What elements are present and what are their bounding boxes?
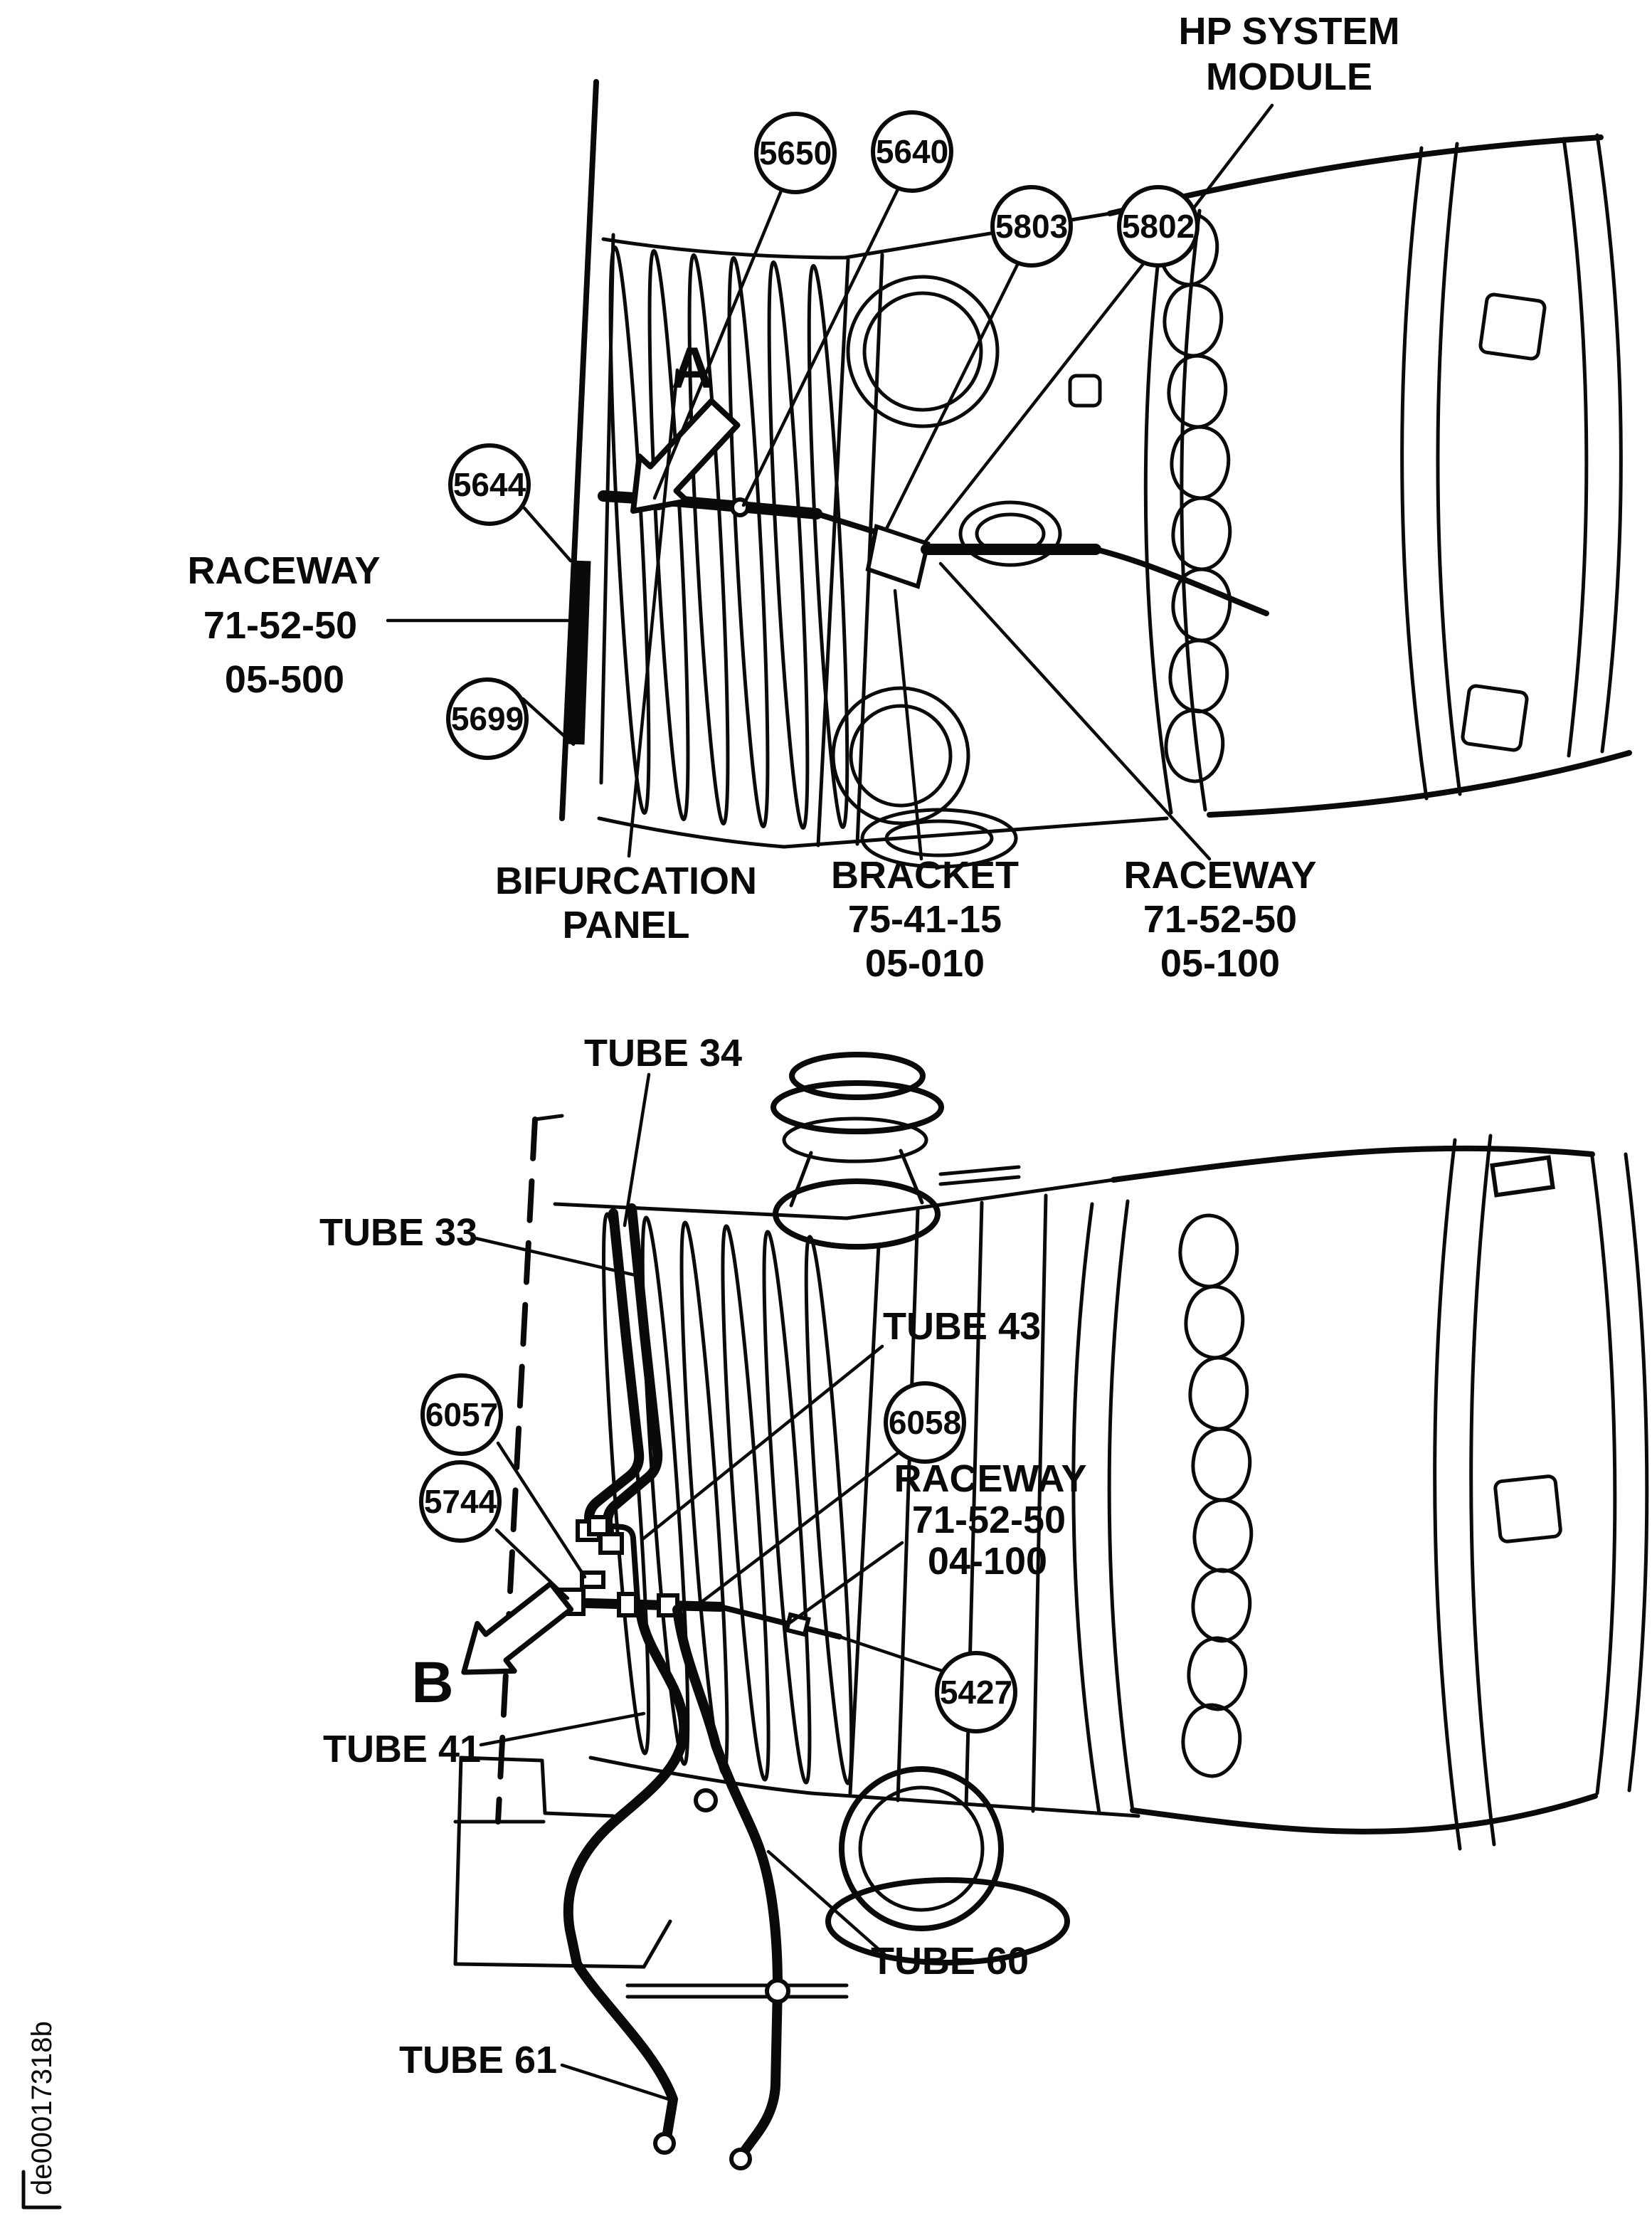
tube-60-clamp	[694, 1788, 718, 1812]
drum-ports	[831, 275, 1102, 869]
callout-5744-number: 5744	[424, 1483, 497, 1520]
figure-b-engine-view: B 6057 5744 6058	[319, 1032, 1649, 2170]
callout-5802: 5802	[1117, 185, 1200, 268]
junction-fitting	[617, 1592, 638, 1617]
hp-system-module-barrel-b	[1071, 1134, 1649, 1851]
drum-joint-line-2	[855, 253, 884, 846]
tube-60-end	[729, 2148, 752, 2170]
document-id-block: de00017318b	[21, 2021, 62, 2210]
figure-b-leader-lines	[473, 1072, 948, 2103]
module-square-hole-upper	[1478, 292, 1547, 361]
callout-5640: 5640	[871, 110, 953, 193]
junction-bracket-tab	[580, 1571, 605, 1589]
module-b-top-tab	[1490, 1155, 1555, 1198]
drum-b-panel-line-1	[896, 1208, 920, 1802]
drum-b-joint-line	[848, 1243, 881, 1795]
raceway-05-100-label-line3: 05-100	[1160, 942, 1280, 985]
module-b-teardrop-cutouts	[1180, 1215, 1251, 1776]
drum-joint-line	[816, 258, 850, 848]
callout-5802-number: 5802	[1122, 208, 1195, 245]
vent-dome	[771, 1052, 1021, 1250]
document-id-text: de00017318b	[26, 2021, 58, 2195]
bifurcation-panel-label-line1: BIFURCATION	[495, 860, 757, 902]
tube-41-label: TUBE 41	[323, 1728, 481, 1770]
station-node	[765, 1978, 790, 2004]
bracket-label-line1: BRACKET	[831, 854, 1019, 897]
tube-61-end	[653, 2132, 676, 2155]
drum-b-bottom-edge	[809, 1791, 1140, 1818]
drum-square-port	[1068, 374, 1102, 408]
bottom-flange-boss	[825, 1766, 1070, 1965]
tube-61-label: TUBE 61	[399, 2039, 557, 2081]
fan-duct-bellows-b	[602, 1212, 854, 1785]
callout-6058: 6058	[884, 1381, 966, 1464]
callout-5640-number: 5640	[876, 133, 948, 170]
figure-a-leader-lines	[386, 103, 1274, 861]
callout-5650-number: 5650	[759, 134, 832, 171]
engine-b-bottom-edge	[588, 1756, 813, 1795]
tube-41-60-61-run	[563, 1605, 783, 2170]
bifurcation-panel-label-line2: PANEL	[562, 904, 689, 946]
module-b-square-hole	[1493, 1474, 1562, 1543]
hp-system-module-label-line2: MODULE	[1206, 56, 1372, 98]
panel-top-tick	[533, 1114, 564, 1121]
module-teardrop-cutouts	[1160, 213, 1230, 781]
callout-5699: 5699	[446, 677, 529, 760]
callout-6058-number: 6058	[889, 1404, 961, 1441]
drum-b-panel-line-3	[1031, 1193, 1048, 1813]
callout-6057: 6057	[420, 1373, 503, 1456]
drum-bottom-edge	[782, 816, 1169, 849]
tube-43-stub	[603, 1523, 640, 1604]
document-id-corner-mark	[21, 2170, 62, 2210]
tube-43-end-fitting	[587, 1515, 610, 1536]
bracket-label-line3: 05-010	[865, 942, 985, 985]
raceway-05-100-label-line2: 71-52-50	[1143, 898, 1297, 941]
raceway-04-100-line	[717, 1604, 842, 1640]
raceway-05-500-label-line1: RACEWAY	[187, 549, 380, 592]
drum-b-top-edge	[844, 1178, 1116, 1220]
engine-top-edge	[601, 237, 847, 260]
callout-5644-number: 5644	[453, 466, 526, 503]
callout-5699-number: 5699	[451, 700, 524, 737]
raceway-04-100-label-line2: 71-52-50	[912, 1499, 1066, 1541]
fan-duct-bellows	[608, 246, 849, 830]
callout-5803: 5803	[990, 185, 1073, 268]
callout-5650: 5650	[754, 112, 837, 194]
callout-5427: 5427	[935, 1651, 1017, 1733]
bifurcation-panel-dashed-line	[495, 1116, 538, 1825]
bracket-label-line2: 75-41-15	[848, 898, 1002, 941]
callout-5744: 5744	[419, 1460, 502, 1543]
raceway-04-100-label-line3: 04-100	[928, 1540, 1047, 1583]
tube-43-label: TUBE 43	[883, 1305, 1041, 1348]
tube-34-end-fitting	[598, 1532, 624, 1555]
module-square-hole-lower	[1461, 684, 1529, 752]
tube-33-34-run	[576, 1203, 663, 1555]
bracket-shape	[865, 524, 931, 589]
station-reference-lines	[625, 1978, 849, 2004]
raceway-05-500-label-line3: 05-500	[225, 658, 344, 701]
raceway-05-100-label-line1: RACEWAY	[1123, 854, 1316, 897]
tube-33-label: TUBE 33	[319, 1211, 477, 1254]
raceway-04-100-label-line1: RACEWAY	[894, 1457, 1086, 1500]
pylon-frame	[453, 1756, 672, 1969]
figure-a-engine-view: A 5650 5640 5803	[187, 10, 1632, 985]
detail-b-letter: B	[411, 1650, 453, 1715]
raceway-05-500-label-line2: 71-52-50	[203, 604, 357, 647]
callout-5644: 5644	[448, 443, 531, 526]
hp-system-module-label-line1: HP SYSTEM	[1178, 10, 1399, 53]
callout-6057-number: 6057	[425, 1396, 498, 1433]
callout-5803-number: 5803	[995, 208, 1068, 245]
engine-bottom-edge	[597, 816, 786, 849]
tube-60-label: TUBE 60	[871, 1940, 1029, 1983]
raceway-05-500-bar	[566, 560, 591, 745]
detail-a-letter: A	[671, 336, 713, 401]
tube-34-label: TUBE 34	[584, 1032, 742, 1075]
engine-b-top-edge	[553, 1202, 849, 1220]
callout-5427-number: 5427	[940, 1674, 1012, 1711]
